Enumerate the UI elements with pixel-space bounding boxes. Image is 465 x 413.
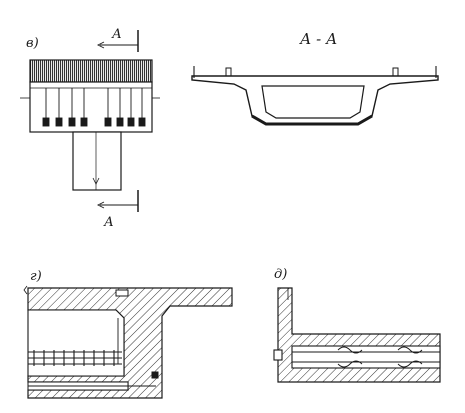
pier-column (72, 131, 122, 191)
section-mark-top: А (111, 27, 122, 42)
tendon-channel (292, 346, 440, 368)
panel-d-detail (273, 287, 441, 383)
girder-void (261, 85, 365, 119)
deck-hatched-strip (29, 59, 153, 83)
panel-d-label: д) (274, 267, 287, 282)
section-mark-bottom: А (103, 215, 114, 230)
rebar-ticks (33, 350, 115, 366)
girder-outline (191, 75, 439, 125)
panel-v-elevation (20, 30, 160, 212)
section-title: А - А (299, 30, 337, 48)
panel-g-label: г) (30, 269, 42, 284)
box-girder-section (191, 66, 439, 126)
anchor-group (42, 88, 146, 127)
panel-g-detail (23, 285, 233, 399)
panel-v-label: в) (26, 36, 39, 51)
